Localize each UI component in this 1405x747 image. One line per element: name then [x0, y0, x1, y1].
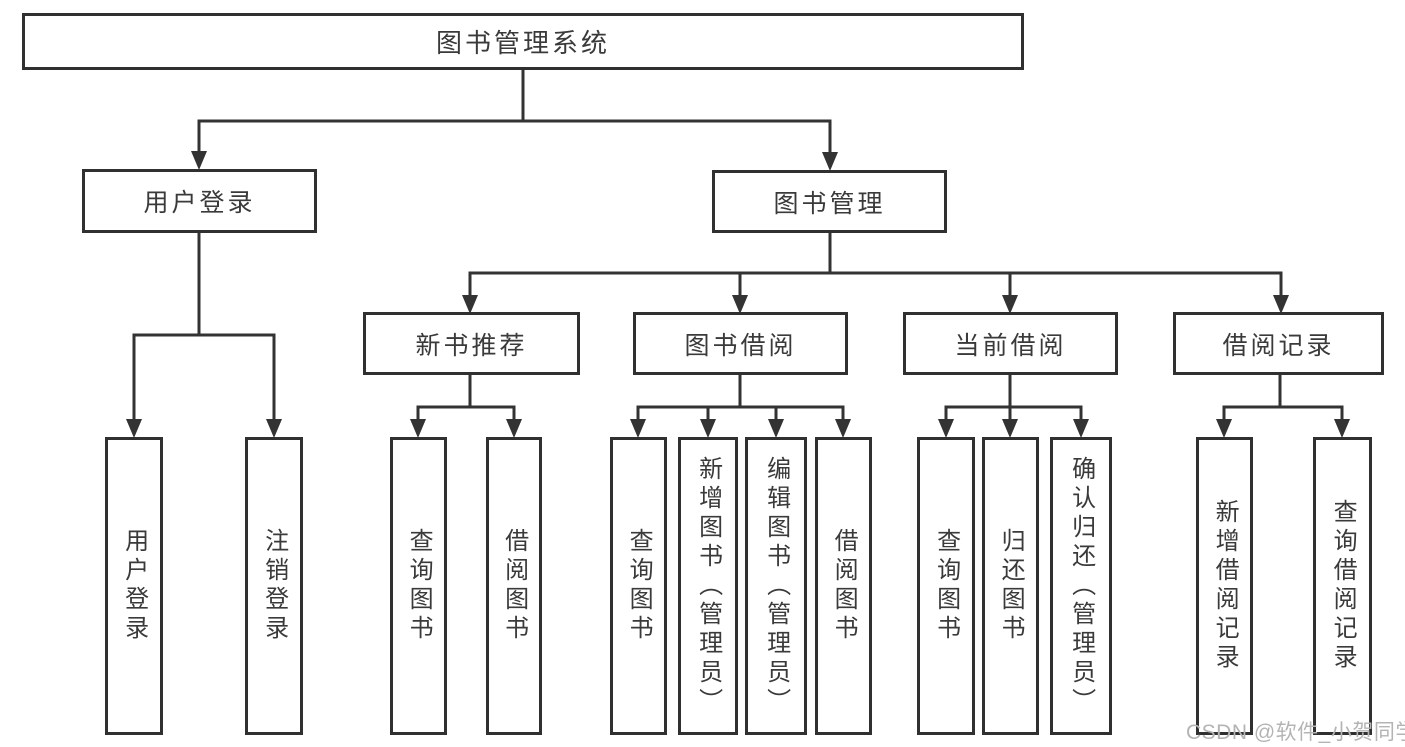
node-label: 图书管理	[773, 189, 886, 218]
arrow-down-icon	[822, 152, 838, 171]
leaf-label: 新增图书（管理员）	[694, 455, 722, 717]
leaf-borrow-books-recommend: 借阅图书	[486, 437, 542, 735]
node-label: 图书借阅	[684, 331, 797, 360]
node-user-login-branch: 用户登录	[82, 169, 317, 233]
arrow-down-icon	[732, 295, 748, 314]
arrow-down-icon	[191, 151, 207, 170]
leaf-label: 用户登录	[120, 528, 148, 644]
tree-edges	[132, 70, 1344, 425]
leaf-query-books-recommend: 查询图书	[390, 437, 447, 735]
csdn-watermark: CSDN @软件_小贺同学	[1186, 721, 1405, 744]
node-root-system: 图书管理系统	[22, 13, 1024, 70]
leaf-label: 注销登录	[260, 528, 288, 644]
arrow-down-icon	[1216, 419, 1232, 438]
arrow-down-icon	[410, 419, 426, 438]
arrow-down-icon	[1002, 419, 1018, 438]
node-borrowing-records: 借阅记录	[1173, 312, 1384, 375]
node-current-borrowing: 当前借阅	[903, 312, 1118, 375]
arrow-down-icon	[1273, 295, 1289, 314]
leaf-label: 确认归还（管理员）	[1067, 455, 1095, 717]
arrow-down-icon	[462, 295, 478, 314]
leaf-query-books-current: 查询图书	[917, 437, 975, 735]
arrow-down-icon	[1334, 419, 1350, 438]
arrow-down-icon	[938, 419, 954, 438]
leaf-label: 查询图书	[625, 528, 653, 644]
arrow-down-icon	[700, 419, 716, 438]
leaf-add-books-admin: 新增图书（管理员）	[678, 437, 738, 735]
leaf-add-borrow-record: 新增借阅记录	[1196, 437, 1253, 735]
leaf-label: 查询借阅记录	[1329, 499, 1357, 673]
node-label: 当前借阅	[954, 331, 1067, 360]
arrow-down-icon	[266, 419, 282, 438]
leaf-label: 新增借阅记录	[1211, 499, 1239, 673]
node-label: 用户登录	[143, 189, 256, 217]
leaf-label: 查询图书	[405, 528, 433, 644]
leaf-return-books: 归还图书	[982, 437, 1039, 735]
arrow-down-icon	[835, 419, 851, 438]
arrow-down-icon	[1073, 419, 1089, 438]
leaf-user-login: 用户登录	[105, 437, 163, 735]
leaf-label: 借阅图书	[500, 528, 528, 644]
leaf-label: 查询图书	[932, 528, 960, 644]
arrow-down-icon	[126, 419, 142, 438]
arrowheads	[126, 151, 1350, 438]
arrow-down-icon	[630, 419, 646, 438]
arrow-down-icon	[506, 419, 522, 438]
leaf-query-borrow-record: 查询借阅记录	[1313, 437, 1372, 735]
leaf-edit-books-admin: 编辑图书（管理员）	[745, 437, 807, 735]
leaf-label: 归还图书	[997, 528, 1025, 644]
node-book-borrowing: 图书借阅	[633, 312, 848, 375]
leaf-logout: 注销登录	[245, 437, 303, 735]
leaf-label: 借阅图书	[830, 528, 858, 644]
node-book-management-branch: 图书管理	[712, 170, 947, 233]
leaf-label: 编辑图书（管理员）	[762, 455, 790, 717]
leaf-borrow-books-borrowing: 借阅图书	[815, 437, 872, 735]
arrow-down-icon	[1002, 295, 1018, 314]
node-new-book-recommendation: 新书推荐	[363, 312, 580, 375]
node-label: 新书推荐	[415, 331, 528, 360]
leaf-confirm-return-admin: 确认归还（管理员）	[1050, 437, 1112, 735]
leaf-query-books-borrowing: 查询图书	[610, 437, 667, 735]
node-label: 借阅记录	[1222, 331, 1335, 360]
node-label: 图书管理系统	[435, 28, 610, 58]
arrow-down-icon	[768, 419, 784, 438]
